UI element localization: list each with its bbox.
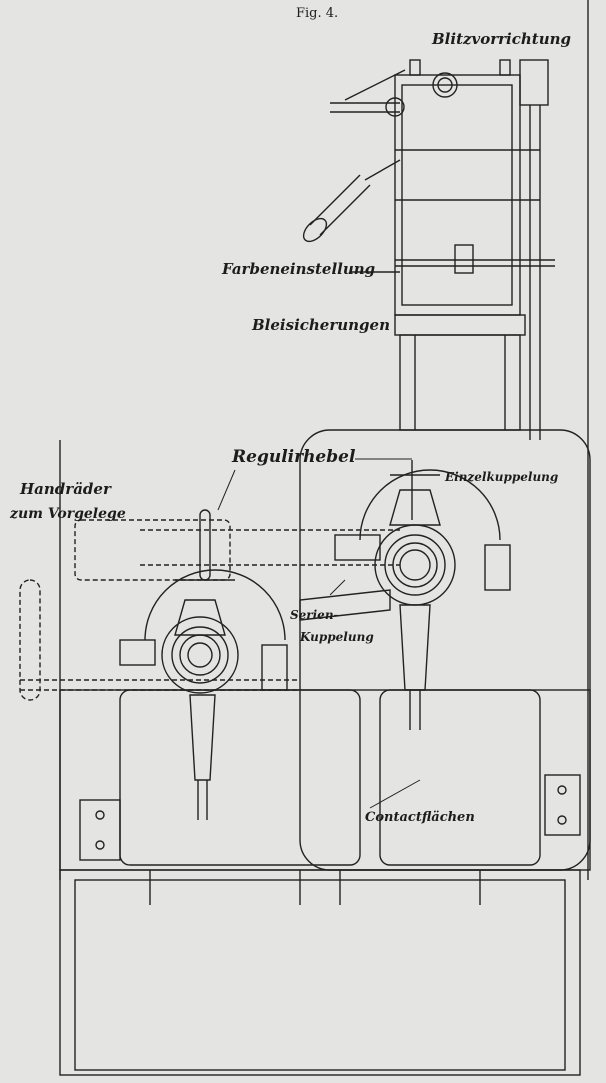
label-contactflaechen: Contactflächen bbox=[365, 810, 475, 825]
label-zum-vorgelege: zum Vorgelege bbox=[10, 506, 126, 522]
right-regulator bbox=[299, 460, 511, 730]
left-regulator bbox=[119, 509, 288, 820]
label-bleisicherungen: Bleisicherungen bbox=[252, 316, 390, 334]
upper-column bbox=[302, 59, 555, 440]
figure-number: Fig. 4. bbox=[296, 6, 339, 21]
contact-plates bbox=[79, 774, 581, 861]
handwheels bbox=[19, 519, 400, 701]
label-serien: Serien- bbox=[290, 608, 339, 622]
leader-lines bbox=[217, 458, 421, 809]
label-regulirhebel: Regulirhebel bbox=[232, 447, 356, 467]
label-einzelkuppelung: Einzelkuppelung bbox=[445, 470, 559, 484]
frame bbox=[59, 0, 591, 880]
base bbox=[59, 869, 581, 1076]
label-farbeneinstellung: Farbeneinstellung bbox=[222, 260, 376, 278]
label-kuppelung: Kuppelung bbox=[300, 630, 374, 644]
label-blitzvorrichtung: Blitzvorrichtung bbox=[432, 30, 572, 48]
label-handraeder: Handräder bbox=[20, 480, 111, 498]
